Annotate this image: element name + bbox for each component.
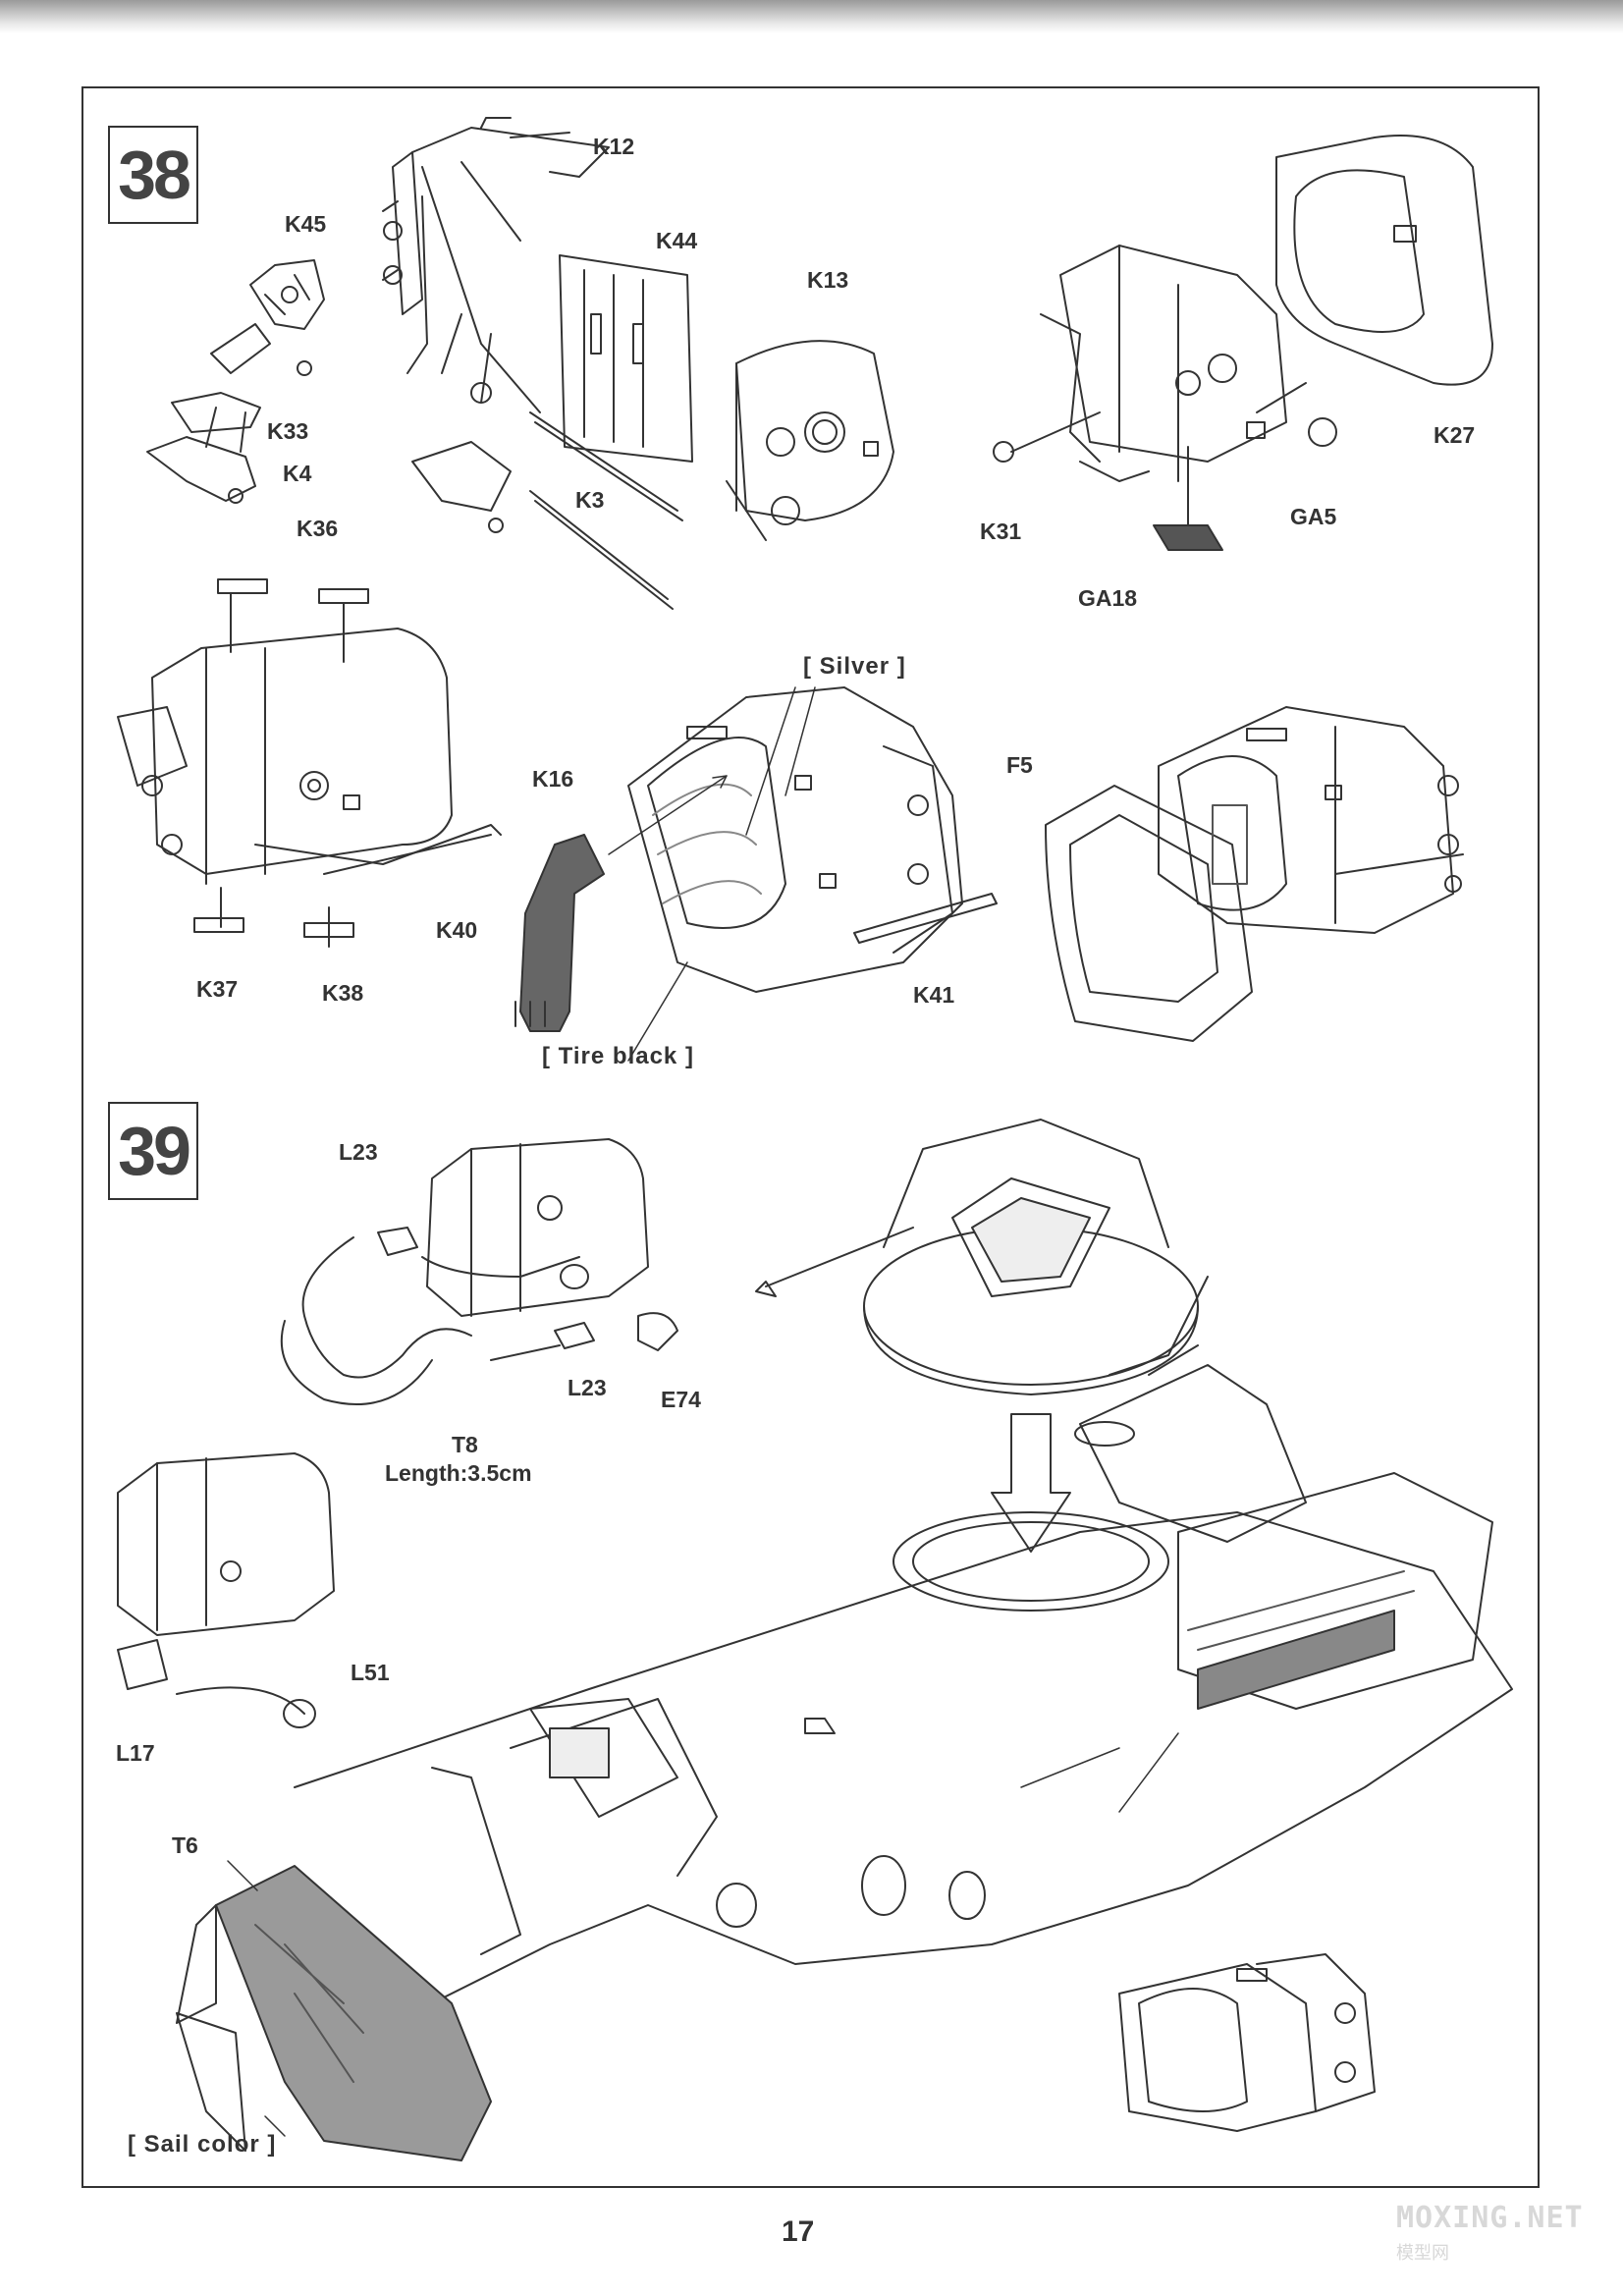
label-l23-bottom: L23	[568, 1375, 607, 1400]
label-k44: K44	[656, 228, 698, 253]
label-k40: K40	[436, 917, 478, 943]
label-k12: K12	[593, 134, 635, 159]
note-tire-black: [ Tire black ]	[542, 1043, 694, 1069]
label-k37: K37	[196, 976, 239, 1002]
label-t6: T6	[172, 1832, 198, 1858]
part-k12-frame-drawing	[382, 117, 683, 610]
step39-lower-headlight-drawing	[1118, 1953, 1376, 2132]
part-headlight-assembly-drawing	[993, 245, 1337, 482]
instruction-frame	[81, 86, 1540, 2188]
label-l17: L17	[116, 1740, 155, 1766]
step38-leader-lines	[608, 686, 816, 1062]
label-k38: K38	[322, 980, 364, 1006]
part-k13-drawing	[726, 340, 894, 541]
label-k13: K13	[807, 267, 849, 293]
label-k41: K41	[913, 982, 955, 1008]
watermark-site: MOXING.NET	[1396, 2201, 1584, 2235]
label-k27: K27	[1434, 422, 1476, 448]
step-39-box: 39	[108, 1102, 198, 1200]
step-38-box: 38	[108, 126, 198, 224]
part-k45-drawing	[210, 259, 325, 376]
part-open-headlight-drawing	[627, 686, 998, 993]
step39-leader-lines	[227, 1732, 1179, 2137]
label-t8: T8	[452, 1432, 478, 1457]
part-k36-assembly-drawing	[117, 578, 502, 948]
step39-l51-l17-drawing	[117, 1452, 335, 1728]
label-k33: K33	[267, 418, 309, 444]
part-k27-drawing	[1275, 135, 1493, 386]
label-k36: K36	[297, 516, 339, 541]
page-top-shadow	[0, 0, 1623, 33]
note-silver: [ Silver ]	[803, 653, 906, 680]
label-l51: L51	[351, 1660, 390, 1685]
label-k31: K31	[980, 519, 1022, 544]
part-k44-drawing	[559, 254, 693, 463]
step39-cupola-drawing	[755, 1119, 1199, 1395]
label-k4: K4	[283, 461, 312, 486]
label-k16: K16	[532, 766, 574, 792]
note-sail-color: [ Sail color ]	[128, 2131, 277, 2158]
label-f5: F5	[1006, 752, 1033, 778]
step39-cable-assembly-drawing	[280, 1138, 678, 1405]
label-ga18: GA18	[1078, 585, 1138, 611]
label-l23-top: L23	[339, 1139, 378, 1165]
label-k3: K3	[575, 487, 605, 513]
part-k16-drawing	[514, 834, 605, 1032]
label-e74: E74	[661, 1387, 701, 1412]
page-number: 17	[782, 2215, 815, 2248]
part-f5-assembly-drawing	[1045, 706, 1464, 1042]
label-k45: K45	[285, 211, 327, 237]
step39-drop-arrow	[991, 1413, 1071, 1553]
step39-t6-tarp-drawing	[176, 1865, 492, 2161]
step39-hull-drawing	[294, 1276, 1513, 2004]
part-ga18-drawing	[1153, 446, 1223, 551]
label-t8-length: Length:3.5cm	[385, 1460, 532, 1486]
watermark-subtitle: 模型网	[1396, 2243, 1449, 2263]
part-k33-k4-drawing	[146, 392, 261, 504]
label-ga5: GA5	[1290, 504, 1337, 529]
